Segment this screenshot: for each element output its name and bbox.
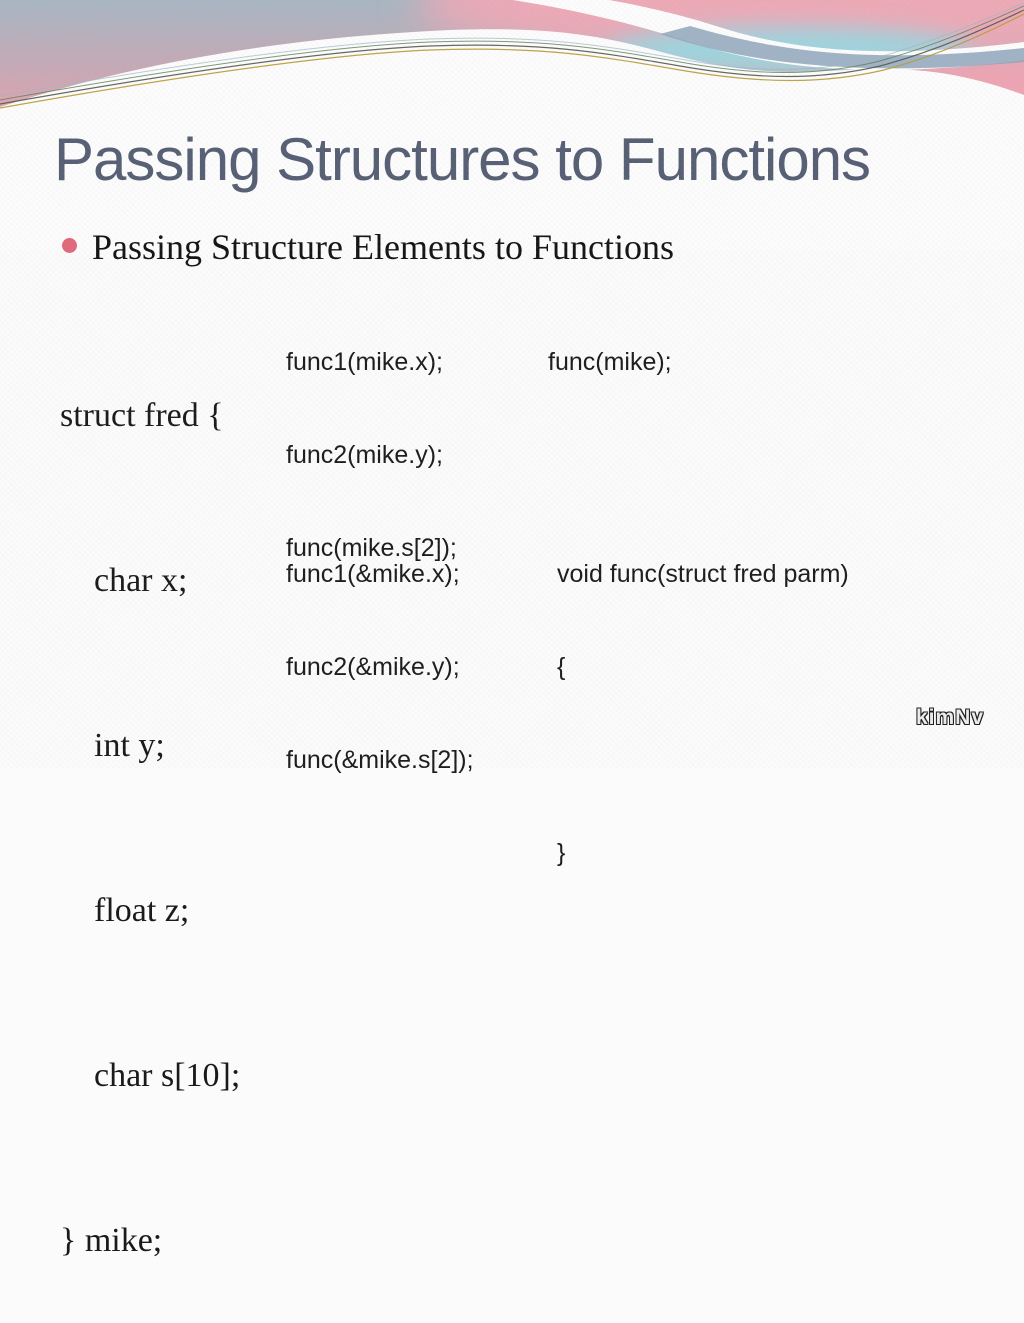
white-wave-dome	[0, 29, 1024, 250]
code-line: void func(struct fred parm)	[557, 560, 849, 588]
thin-line-blue	[0, 2, 1024, 97]
bullet-text: Passing Structure Elements to Functions	[92, 227, 674, 267]
struct-line: float z;	[60, 892, 190, 929]
code-line: {	[557, 653, 566, 681]
code-line: func1(mike.x);	[286, 348, 443, 376]
thin-line-dark	[0, 9, 1024, 105]
code-line: }	[557, 839, 566, 867]
struct-line: struct fred {	[60, 397, 224, 434]
struct-line: int y;	[60, 727, 165, 764]
struct-line: char x;	[60, 562, 188, 599]
code-line: func(mike.s[2]);	[286, 534, 457, 562]
thin-line-gold	[0, 13, 1024, 109]
struct-line: char s[10];	[60, 1057, 241, 1094]
gray-wave-band	[660, 26, 1024, 69]
thin-line-green	[0, 5, 1024, 101]
struct-line: } mike;	[60, 1222, 163, 1259]
member-calls-code-block: func1(mike.x); func2(mike.y); func(mike.…	[286, 285, 457, 595]
function-definition-code-block: void func(struct fred parm) { }	[557, 497, 849, 900]
page-title: Passing Structures to Functions	[54, 126, 871, 193]
whole-struct-call-code: func(mike);	[548, 348, 672, 376]
watermark-logo: kimNv	[916, 706, 985, 729]
code-line: func2(&mike.y);	[286, 653, 460, 681]
code-line: func1(&mike.x);	[286, 560, 460, 588]
bullet-icon	[62, 238, 77, 253]
header-wave-decoration	[0, 0, 1024, 250]
code-line: func(&mike.s[2]);	[286, 746, 474, 774]
code-line: func2(mike.y);	[286, 441, 443, 469]
code-line	[557, 745, 849, 776]
struct-definition-block: struct fred { char x; int y; float z; ch…	[60, 278, 240, 1323]
address-calls-code-block: func1(&mike.x); func2(&mike.y); func(&mi…	[286, 497, 474, 807]
